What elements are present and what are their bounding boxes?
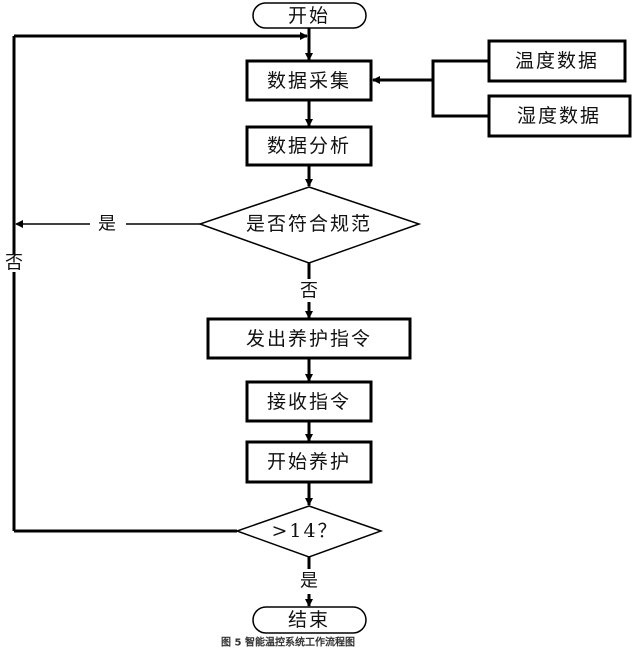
end-terminal: 结束 <box>252 606 367 634</box>
start-terminal: 开始 <box>252 2 367 29</box>
data-analysis-box: 数据分析 <box>245 125 373 167</box>
temp-data-box: 温度数据 <box>487 39 627 83</box>
yes-left-label: 是 <box>98 214 116 235</box>
end-label: 结束 <box>288 609 330 631</box>
decision-days: >14？ <box>234 505 384 558</box>
receive-command-box: 接收指令 <box>245 380 373 423</box>
humidity-data-label: 湿度数据 <box>517 105 601 127</box>
receive-command-label: 接收指令 <box>267 391 351 413</box>
start-label: 开始 <box>288 5 330 27</box>
decision-compliant: 是否符合规范 <box>197 186 422 264</box>
connectors <box>12 28 489 607</box>
data-analysis-label: 数据分析 <box>267 135 351 157</box>
figure-caption: 图 5 智能温控系统工作流程图 <box>221 636 355 649</box>
data-collect-box: 数据采集 <box>245 59 373 102</box>
decision-days-label: >14？ <box>271 520 338 542</box>
decision-compliant-label: 是否符合规范 <box>246 213 372 235</box>
issue-command-box: 发出养护指令 <box>206 317 412 360</box>
start-curing-label: 开始养护 <box>267 451 351 473</box>
start-curing-box: 开始养护 <box>245 440 373 484</box>
humidity-data-box: 湿度数据 <box>487 94 632 138</box>
issue-command-label: 发出养护指令 <box>246 328 372 350</box>
yes-end-label: 是 <box>300 571 318 592</box>
no-down-label: 否 <box>300 281 318 302</box>
no-loop-label: 否 <box>5 253 23 274</box>
sensor-bracket <box>431 59 489 118</box>
data-collect-label: 数据采集 <box>267 70 351 92</box>
temp-data-label: 温度数据 <box>515 50 599 72</box>
